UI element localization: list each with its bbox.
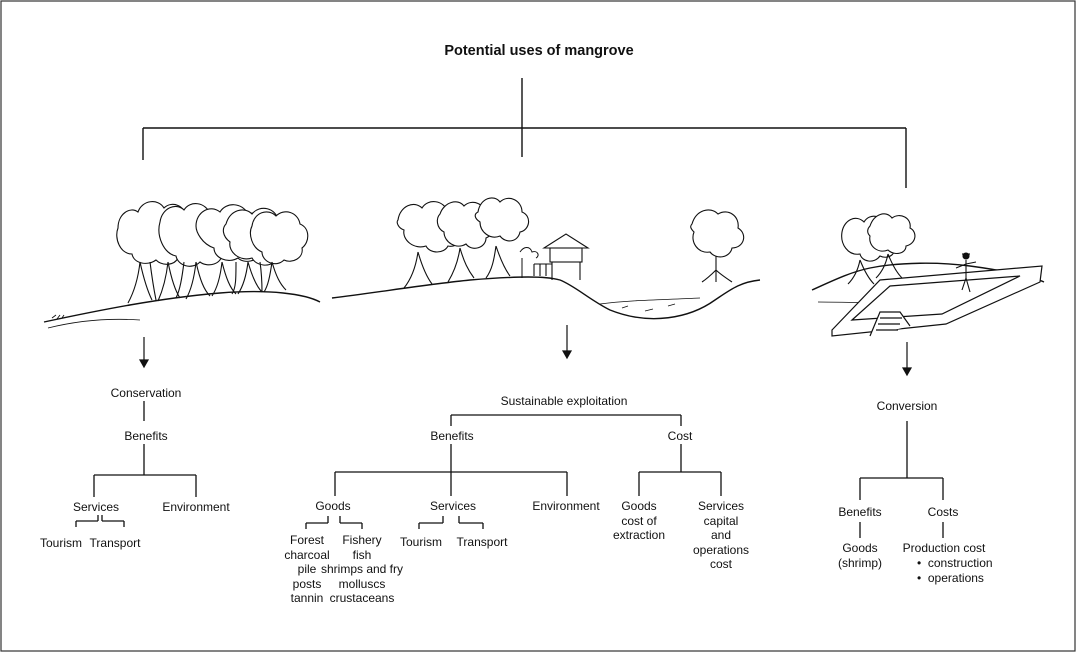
production-cost-list: • construction • operations (917, 556, 993, 586)
conversion-goods-line: Goods (842, 541, 878, 555)
production-cost-item-text: construction (927, 556, 993, 570)
conservation-services-label: Services (72, 500, 120, 514)
worker (955, 252, 977, 293)
fishery-goods-item: Fishery (342, 533, 382, 547)
conversion-costs-label: Costs (927, 505, 959, 519)
services-cost-line: and (710, 528, 732, 542)
diagram-title: Potential uses of mangrove (444, 43, 634, 59)
fishery-goods-item: crustaceans (329, 591, 395, 605)
sustainable-cost-label: Cost (667, 429, 693, 443)
services-cost-line: cost (709, 557, 733, 571)
conservation-benefits-label: Benefits (124, 429, 168, 443)
sustainable-illustration (331, 197, 761, 320)
conversion-goods-text: Goods (shrimp) (838, 541, 882, 570)
fishery-goods-list: Fishery fish shrimps and fry molluscs cr… (321, 533, 403, 606)
sustainable-goods-label: Goods (315, 499, 351, 513)
sustainable-environment-label: Environment (532, 499, 600, 513)
goods-cost-line: Goods (621, 499, 657, 513)
conversion-tree (859, 421, 944, 538)
sustainable-tree (305, 414, 722, 529)
forest-goods-list: Forest charcoal pile posts tannin (284, 533, 329, 606)
conversion-label: Conversion (876, 399, 938, 413)
forest-goods-item: posts (292, 576, 322, 591)
conservation-forest-illustration (43, 201, 321, 329)
conversion-benefits-label: Benefits (838, 505, 882, 519)
conservation-tree (75, 401, 197, 527)
bullet-icon: • (917, 556, 928, 570)
fishery-goods-item: fish (352, 547, 372, 562)
production-cost-label: Production cost (902, 541, 986, 555)
hut (533, 233, 590, 280)
production-cost-item: • operations (917, 571, 993, 586)
conversion-goods-line: (shrimp) (838, 555, 882, 570)
sustainable-benefits-label: Benefits (430, 429, 474, 443)
sustainable-tourism-label: Tourism (399, 535, 443, 549)
services-cost-line: capital (703, 513, 739, 528)
services-cost-text: Services capital and operations cost (693, 499, 749, 572)
forest-goods-item: pile (297, 562, 317, 576)
fishery-goods-item: shrimps and fry (320, 562, 404, 576)
down-arrows (138, 325, 913, 377)
conservation-transport-label: Transport (89, 536, 141, 550)
top-tree (142, 78, 907, 188)
goods-cost-line: extraction (612, 528, 666, 542)
bullet-icon: • (917, 571, 928, 585)
conversion-illustration (811, 213, 1045, 337)
forest-goods-item: charcoal (284, 547, 330, 562)
conservation-tourism-label: Tourism (39, 536, 83, 550)
fishery-goods-item: molluscs (338, 576, 386, 591)
sustainable-services-label: Services (429, 499, 477, 513)
services-cost-line: Services (697, 499, 745, 513)
production-cost-item: • construction (917, 556, 993, 571)
conservation-label: Conservation (110, 386, 182, 400)
goods-cost-line: cost of (621, 513, 657, 528)
services-cost-line: operations (692, 542, 750, 557)
production-cost-item-text: operations (927, 571, 984, 585)
pond (831, 265, 1043, 337)
forest-goods-item: Forest (289, 533, 325, 547)
sustainable-label: Sustainable exploitation (500, 394, 628, 408)
goods-cost-text: Goods cost of extraction (613, 499, 665, 543)
sustainable-transport-label: Transport (456, 535, 508, 549)
forest-goods-item: tannin (290, 591, 324, 605)
conservation-environment-label: Environment (162, 500, 230, 514)
